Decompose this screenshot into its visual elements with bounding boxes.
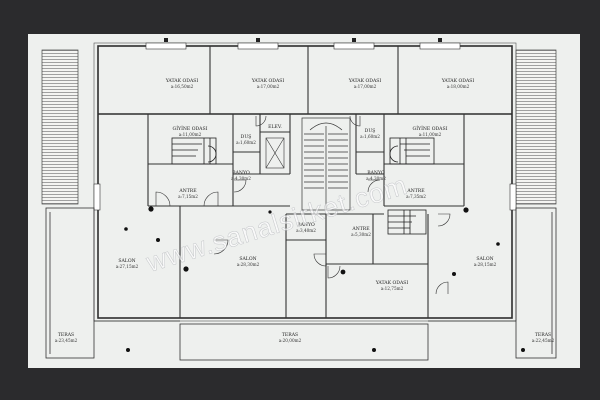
svg-text:DUŞ: DUŞ xyxy=(365,128,376,134)
terrace-outlines xyxy=(45,207,557,361)
svg-text:a:1,60m2: a:1,60m2 xyxy=(360,134,380,139)
balcony-left-hatch xyxy=(41,49,79,205)
central-staircase xyxy=(301,117,351,211)
door-swings xyxy=(155,115,451,295)
svg-text:a:12,75m2: a:12,75m2 xyxy=(381,286,404,291)
svg-text:GİYİNE ODASI: GİYİNE ODASI xyxy=(173,125,208,132)
svg-text:a:28,30m2: a:28,30m2 xyxy=(237,262,260,267)
svg-text:a:17,00m2: a:17,00m2 xyxy=(257,84,280,89)
svg-text:TERAS: TERAS xyxy=(535,332,551,338)
svg-text:a:7,35m2: a:7,35m2 xyxy=(406,194,426,199)
room-label-elevator: ELEV. xyxy=(268,124,282,130)
interior-walls xyxy=(147,46,465,318)
svg-text:a:17,00m2: a:17,00m2 xyxy=(354,84,377,89)
outer-walls xyxy=(97,45,513,319)
svg-text:TERAS: TERAS xyxy=(58,332,74,338)
svg-text:TERAS: TERAS xyxy=(282,332,298,338)
svg-text:a:5,30m2: a:5,30m2 xyxy=(351,232,371,237)
svg-text:DUŞ: DUŞ xyxy=(241,134,252,140)
svg-text:a:18,00m2: a:18,00m2 xyxy=(447,84,470,89)
svg-text:YATAK ODASI: YATAK ODASI xyxy=(348,78,382,84)
watermark-text: www.sanalsirket.com xyxy=(142,170,411,278)
elevator-symbol xyxy=(265,137,285,169)
svg-text:a:3,40m2: a:3,40m2 xyxy=(296,228,316,233)
svg-text:ANTRE: ANTRE xyxy=(178,188,196,194)
svg-text:ELEV.: ELEV. xyxy=(268,124,282,130)
svg-text:ANTRE: ANTRE xyxy=(351,226,369,232)
svg-text:BANYO: BANYO xyxy=(232,170,250,176)
svg-text:a:28,15m2: a:28,15m2 xyxy=(474,262,497,267)
duplex-stairs xyxy=(171,137,435,235)
svg-text:YATAK ODASI: YATAK ODASI xyxy=(441,78,475,84)
svg-text:YATAK ODASI: YATAK ODASI xyxy=(375,280,409,286)
svg-text:a:1,60m2: a:1,60m2 xyxy=(236,140,256,145)
svg-text:a:4,30m2: a:4,30m2 xyxy=(366,176,386,181)
svg-text:BANYO: BANYO xyxy=(297,222,315,228)
svg-text:a:20,00m2: a:20,00m2 xyxy=(279,338,302,343)
svg-text:SALON: SALON xyxy=(239,256,256,262)
svg-text:GİYİNE ODASI: GİYİNE ODASI xyxy=(413,125,448,132)
svg-text:a:16,50m2: a:16,50m2 xyxy=(171,84,194,89)
balcony-right-hatch xyxy=(515,49,557,205)
svg-text:a:11,00m2: a:11,00m2 xyxy=(419,132,442,137)
svg-text:SALON: SALON xyxy=(118,258,135,264)
windows xyxy=(93,42,517,211)
svg-text:a:7,15m2: a:7,15m2 xyxy=(178,194,198,199)
svg-text:a:27,15m2: a:27,15m2 xyxy=(116,264,139,269)
svg-text:a:11,00m2: a:11,00m2 xyxy=(179,132,202,137)
svg-text:a:23,45m2: a:23,45m2 xyxy=(55,338,78,343)
svg-text:a:4,30m2: a:4,30m2 xyxy=(231,176,251,181)
svg-text:ANTRE: ANTRE xyxy=(406,188,424,194)
svg-text:YATAK ODASI: YATAK ODASI xyxy=(251,78,285,84)
svg-text:SALON: SALON xyxy=(476,256,493,262)
svg-text:YATAK ODASI: YATAK ODASI xyxy=(165,78,199,84)
svg-text:BANYO: BANYO xyxy=(367,170,385,176)
svg-text:a:22,45m2: a:22,45m2 xyxy=(532,338,555,343)
